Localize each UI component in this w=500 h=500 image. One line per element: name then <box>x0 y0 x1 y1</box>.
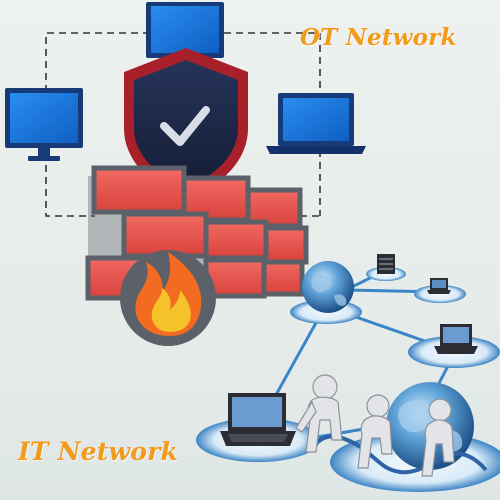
laptop-icon <box>427 278 451 294</box>
laptop-icon <box>266 93 366 154</box>
monitor-icon <box>5 88 83 161</box>
person-figure-icon <box>357 394 393 469</box>
fire-icon <box>120 250 216 346</box>
network-cable <box>316 434 488 475</box>
laptop-icon <box>220 393 296 446</box>
monitor-icon <box>146 2 224 64</box>
ot-network-label: OT Network <box>300 24 457 51</box>
person-figure-icon <box>295 374 343 453</box>
globe-icon <box>302 261 354 313</box>
laptop-icon <box>434 324 478 354</box>
it-network-label: IT Network <box>18 437 178 466</box>
shield-check-icon <box>124 48 248 200</box>
person-figure-icon <box>421 398 455 477</box>
server-icon <box>377 254 395 274</box>
ot-network-links <box>45 32 321 217</box>
